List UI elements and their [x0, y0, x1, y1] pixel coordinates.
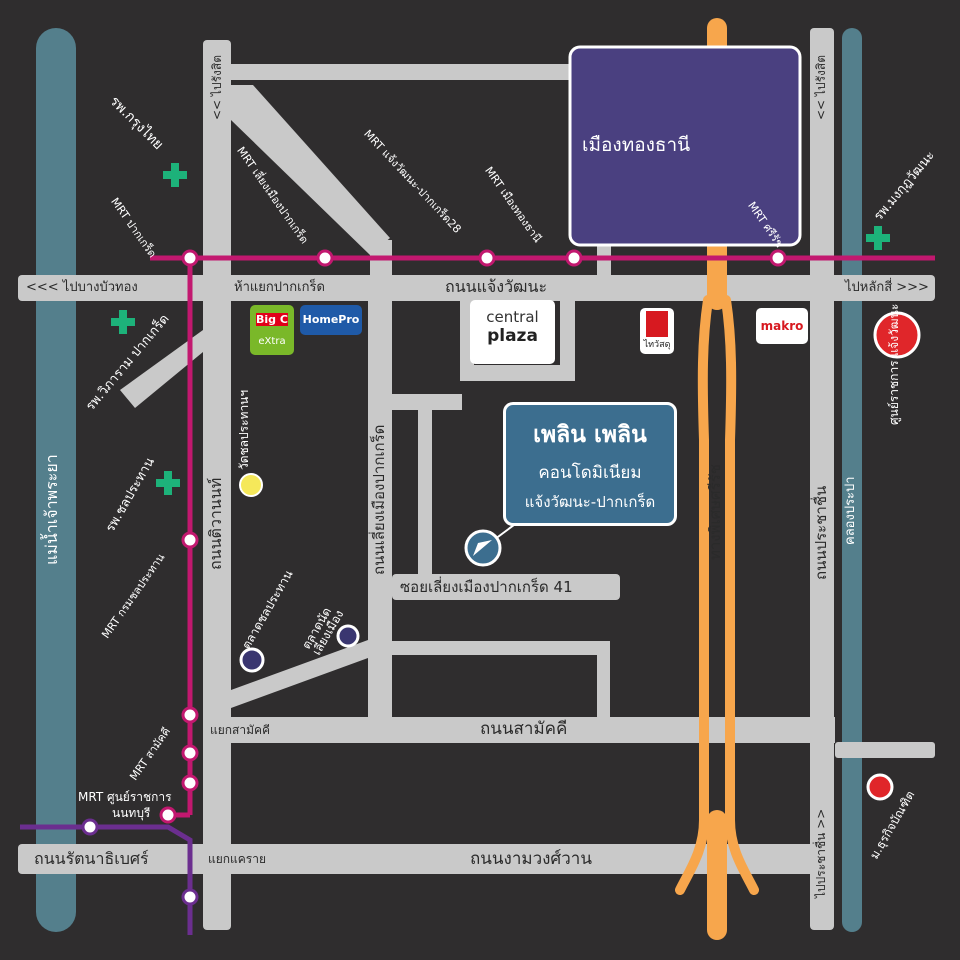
- station-liang-mueang: [316, 249, 334, 267]
- road-lower-h: [392, 641, 610, 655]
- station-mueang-thong: [565, 249, 583, 267]
- station-extra-1: [181, 744, 199, 762]
- label-yaek-khae-rai: แยกแคราย: [208, 852, 267, 866]
- gov-center-dot: [873, 311, 921, 359]
- condo-title: เพลิน เพลิน: [533, 422, 647, 448]
- road-prachachuen: [810, 28, 834, 930]
- temple-dot: [239, 473, 263, 497]
- bigc-bottom: eXtra: [258, 336, 286, 347]
- station-extra-2: [181, 774, 199, 792]
- label-river: แม่น้ำเจ้าพระยา: [42, 454, 61, 565]
- label-ngamwongwan: ถนนงามวงศ์วาน: [470, 849, 592, 869]
- road-chaengwattana: [18, 275, 935, 301]
- station-pakkret: [181, 249, 199, 267]
- station-samakkhi: [181, 706, 199, 724]
- road-vibharam: [120, 330, 203, 408]
- condo-line2: แจ้งวัฒนะ-ปากเกร็ด: [524, 493, 656, 511]
- condo-pin: [464, 521, 519, 567]
- road-bypass: [368, 300, 392, 720]
- mueang-thong-thani-label: เมืองทองธานี: [582, 134, 691, 156]
- label-yaek-samakkhi: แยกสามัคคี: [210, 723, 271, 737]
- road-top-connector: [231, 64, 597, 80]
- dpu-dot: [866, 773, 894, 801]
- station-purple-south: [181, 888, 199, 906]
- label-gov-center: ศูนย์ราชการ แจ้งวัฒนะ: [887, 303, 901, 425]
- condo-info-box[interactable]: เพลิน เพลิน คอนโดมิเนียม แจ้งวัฒนะ-ปากเก…: [503, 402, 677, 526]
- label-station-gov-2: นนทบุรี: [112, 806, 151, 820]
- label-to-bangbuathong: <<< ไปบางบัวทอง: [26, 280, 138, 295]
- hospital-icon-krungthai: [163, 163, 187, 187]
- thaiwatsadu-logo: ไทวัสดุ: [640, 308, 674, 354]
- label-soi41: ซอยเลี่ยงเมืองปากเกร็ด 41: [400, 578, 573, 596]
- chao-phraya-river: [36, 28, 76, 932]
- station-kromchon: [181, 531, 199, 549]
- plaza-text: plaza: [487, 326, 538, 346]
- road-samakkhi-east: [835, 742, 935, 758]
- label-norasing-right: << ไปรังสิต: [814, 55, 828, 120]
- label-expressway: ทางพิเศษศรีรัช: [706, 464, 724, 560]
- stations: [81, 249, 787, 906]
- label-rattanathibet: ถนนรัตนาธิเบศร์: [34, 849, 149, 868]
- label-to-laksi: ไปหลักสี่ >>>: [845, 280, 929, 295]
- bigc-logo: Big C eXtra: [250, 305, 294, 355]
- label-to-prachachuen: ไปประชาชื่น >>: [814, 808, 828, 898]
- station-government-center-purple: [81, 818, 99, 836]
- station-chaengwattana28: [478, 249, 496, 267]
- station-government-center-pink: [159, 806, 177, 824]
- road-lower-v: [597, 641, 610, 721]
- road-tiwanon: [203, 40, 231, 930]
- road-diagonal-top: [231, 85, 390, 255]
- label-canal: คลองประปา: [843, 476, 858, 545]
- road-soi-v: [418, 402, 432, 582]
- hospital-crosses: [111, 163, 890, 495]
- prapa-canal: [842, 28, 862, 932]
- label-tiwanon: ถนนติวานนท์: [206, 477, 225, 570]
- road-diagonal-low: [231, 640, 368, 708]
- thaiwatsadu-text: ไทวัสดุ: [643, 340, 671, 350]
- station-sri-rat: [769, 249, 787, 267]
- central-text: central: [486, 308, 539, 326]
- road-soi41: [392, 574, 620, 600]
- hospital-icon-mongkut: [866, 226, 890, 250]
- label-bypass: ถนนเลี่ยงเมืองปากเกร็ด: [370, 424, 388, 575]
- road-loop-v: [447, 394, 462, 410]
- label-samakkhi: ถนนสามัคคี: [480, 719, 568, 739]
- makro-text: makro: [760, 319, 804, 333]
- condo-line1: คอนโดมิเนียม: [538, 463, 642, 483]
- thaiwatsadu-mark: [646, 311, 668, 337]
- road-central-v2: [560, 300, 575, 380]
- label-hay-yaek: ห้าแยกปากเกร็ด: [234, 280, 325, 295]
- mueang-thong-thani-block: [568, 45, 802, 247]
- label-prachachuen: ถนนประชาชื่น: [812, 485, 830, 580]
- makro-logo: makro: [756, 308, 808, 344]
- label-norasing-left: << ไปรังสิต: [210, 55, 224, 120]
- label-chaengwattana: ถนนแจ้งวัฒนะ: [445, 277, 548, 296]
- homepro-logo: HomePro: [300, 305, 362, 335]
- homepro-text: HomePro: [302, 313, 360, 326]
- bigc-top: Big C: [256, 313, 288, 326]
- market-dot-nat: [336, 624, 360, 648]
- hospital-icon-chonprathan: [156, 471, 180, 495]
- road-network: [18, 28, 935, 930]
- market-dot-chonprathan: [239, 647, 265, 673]
- label-wat: วัดชลประทานฯ: [237, 389, 251, 470]
- label-station-gov-1: MRT ศูนย์ราชการ: [78, 790, 172, 804]
- road-central-h: [460, 365, 575, 381]
- hospital-icon-vibharam: [111, 310, 135, 334]
- central-plaza-logo: central plaza: [470, 300, 555, 364]
